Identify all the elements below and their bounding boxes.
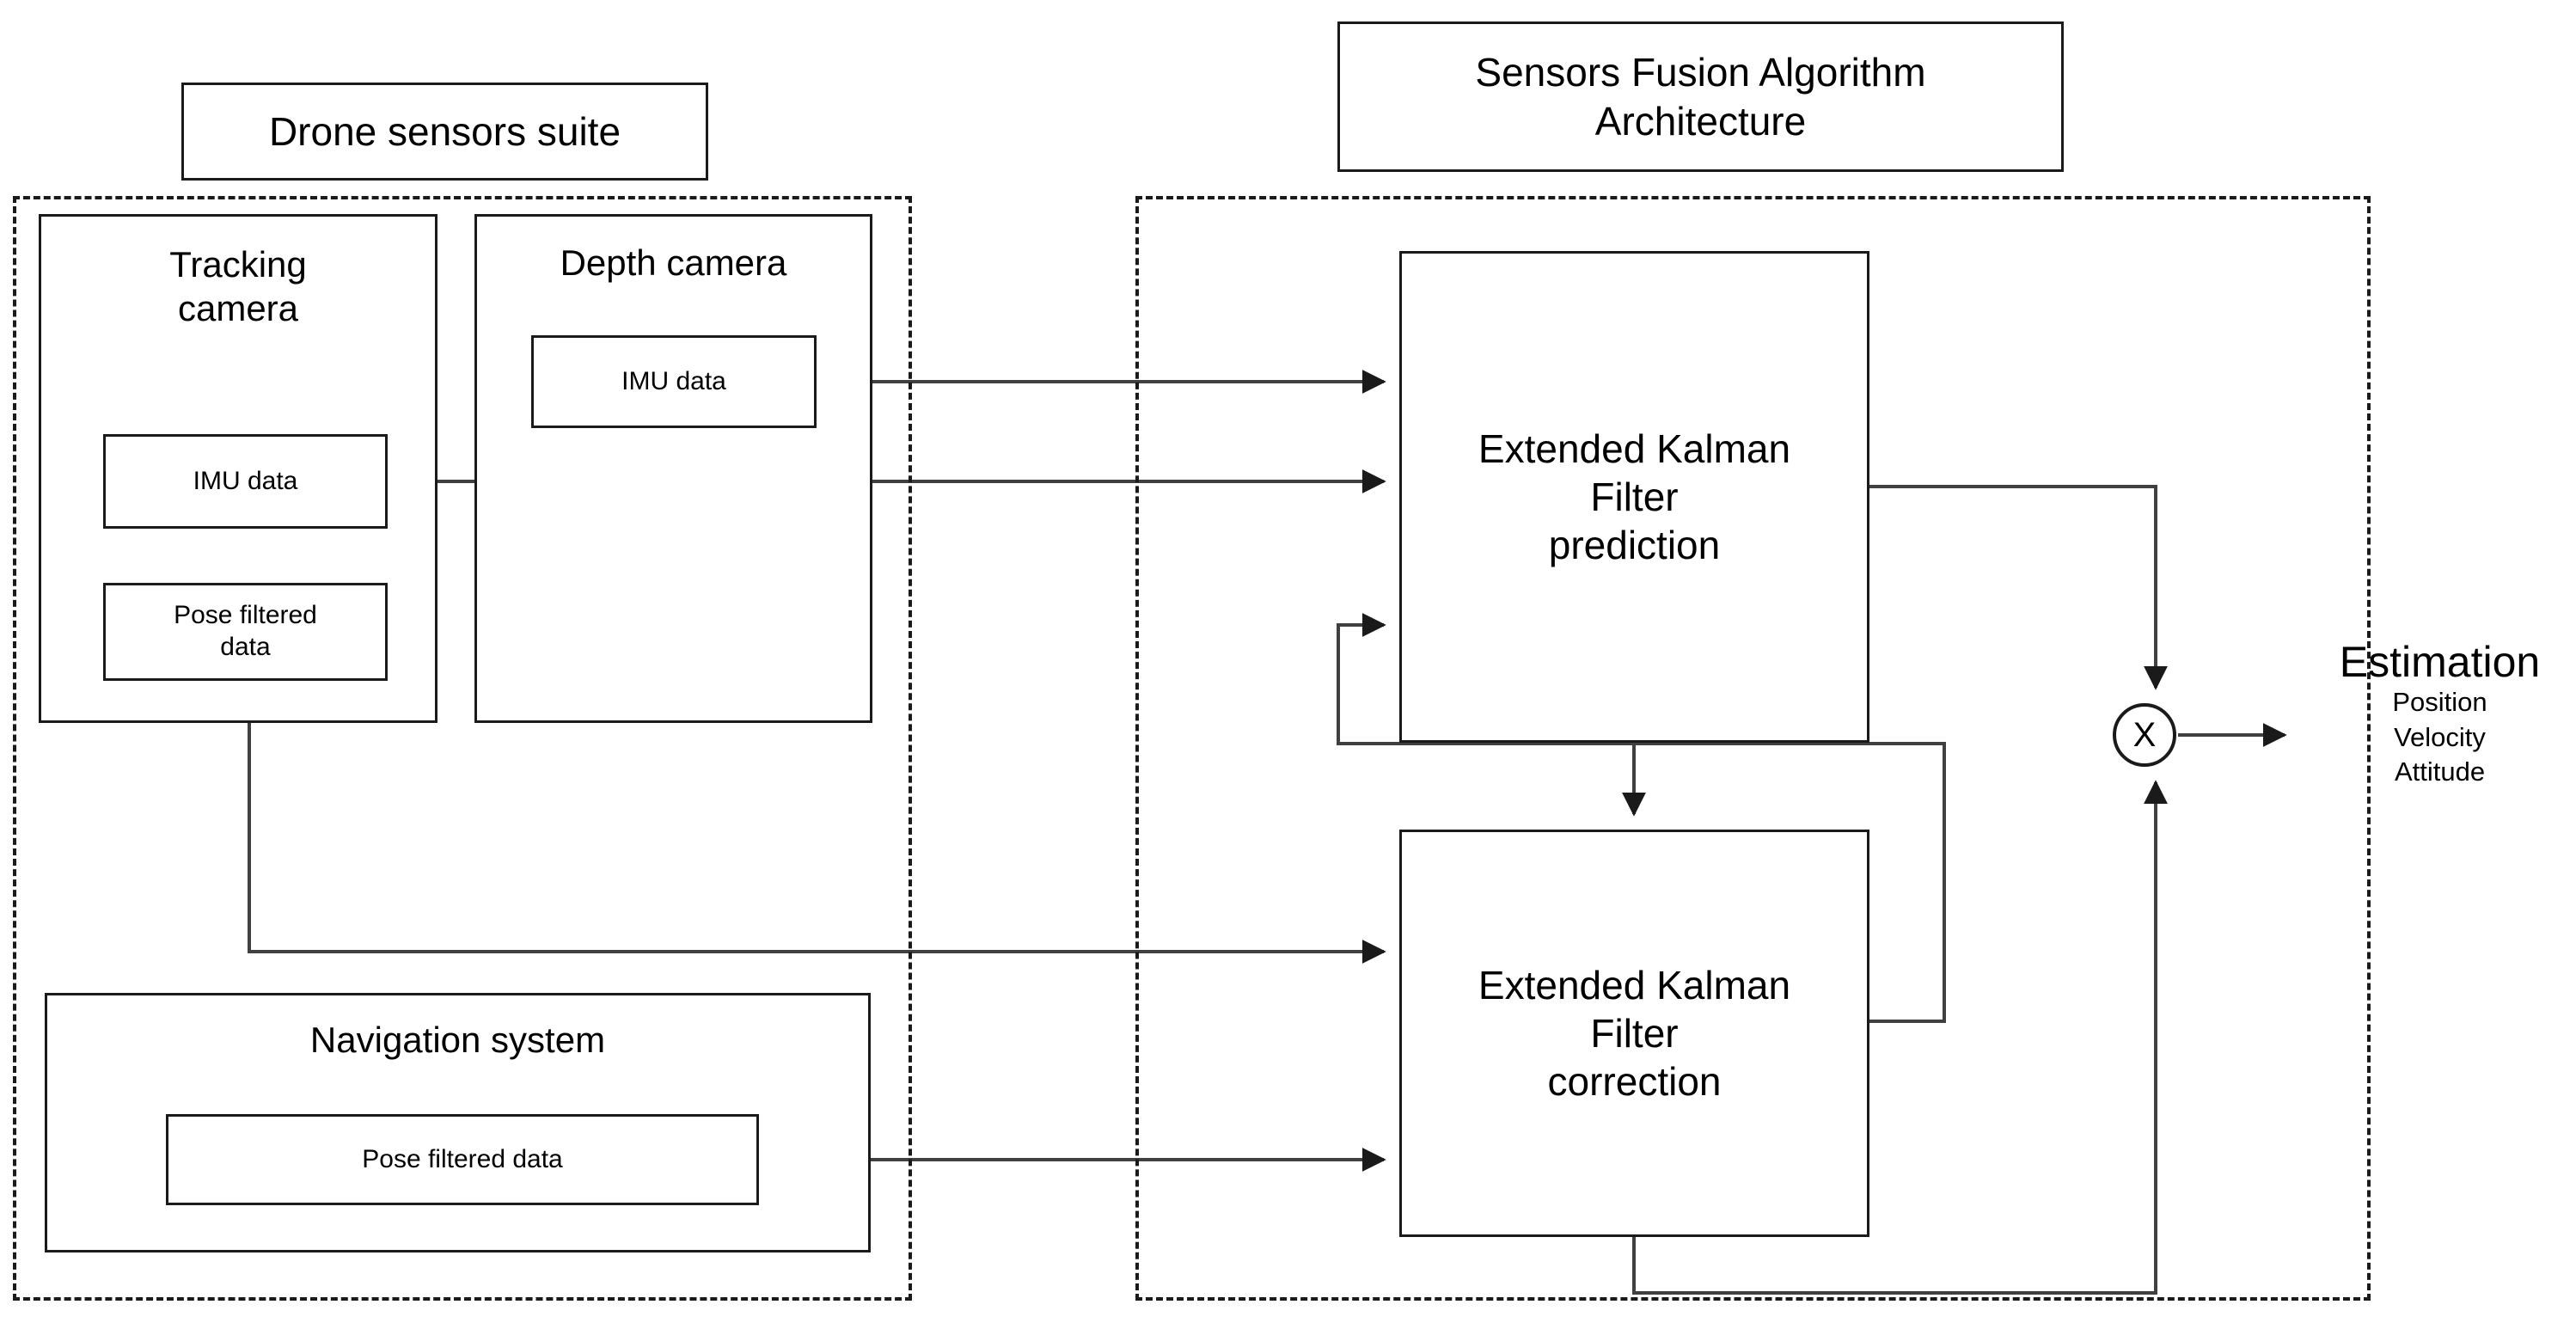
multiply-operator-symbol: X	[2132, 716, 2157, 754]
tracking-camera-imu-data-box: IMU data	[103, 434, 388, 529]
navigation-system-pose-filtered-data-label: Pose filtered data	[362, 1144, 563, 1173]
extended-kalman-filter-correction-block: Extended Kalman Filter correction	[1399, 830, 1869, 1237]
tracking-camera-pose-filtered-data-box: Pose filtered data	[103, 583, 388, 681]
depth-camera-card: Depth camera	[474, 214, 872, 723]
drone-sensors-suite-title-box: Drone sensors suite	[181, 83, 708, 181]
tracking-camera-pose-filtered-data-label: Pose filtered data	[174, 601, 317, 661]
extended-kalman-filter-prediction-label: Extended Kalman Filter prediction	[1478, 426, 1791, 568]
sensors-fusion-architecture-title-label: Sensors Fusion Algorithm Architecture	[1475, 50, 1926, 144]
depth-camera-label: Depth camera	[560, 242, 787, 283]
tracking-camera-imu-data-label: IMU data	[193, 466, 298, 495]
navigation-system-pose-filtered-data-box: Pose filtered data	[166, 1114, 759, 1205]
estimation-item-position: Position	[2392, 687, 2487, 717]
estimation-item-velocity: Velocity	[2394, 721, 2486, 752]
navigation-system-label: Navigation system	[309, 1020, 606, 1060]
drone-sensors-suite-title-label: Drone sensors suite	[268, 108, 621, 154]
sensors-fusion-architecture-title-box: Sensors Fusion Algorithm Architecture	[1337, 21, 2064, 172]
estimation-output-group: Estimation Position Velocity Attitude	[2304, 640, 2576, 788]
extended-kalman-filter-prediction-block: Extended Kalman Filter prediction	[1399, 251, 1869, 743]
multiply-operator-node: X	[2113, 703, 2176, 767]
depth-camera-imu-data-box: IMU data	[531, 335, 817, 428]
estimation-title: Estimation	[2339, 638, 2541, 686]
depth-camera-imu-data-label: IMU data	[621, 366, 726, 395]
estimation-item-attitude: Attitude	[2394, 756, 2486, 787]
extended-kalman-filter-correction-label: Extended Kalman Filter correction	[1478, 962, 1791, 1105]
drone-sensors-suite-group	[13, 196, 912, 1301]
tracking-camera-label: Tracking camera	[169, 244, 307, 329]
sensors-fusion-algorithm-group	[1135, 196, 2371, 1301]
